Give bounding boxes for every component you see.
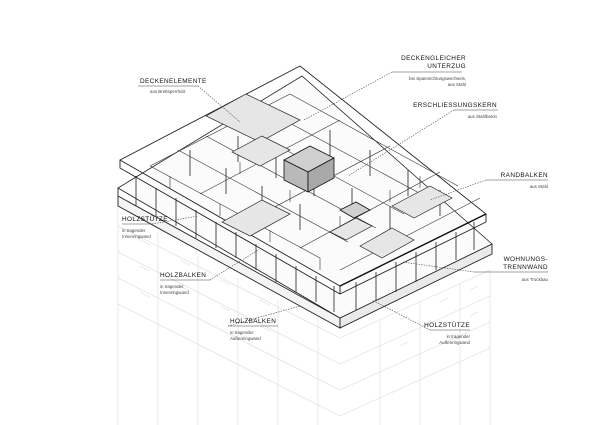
label-holzstuetze-aussen: HOLZSTÜTZE (424, 322, 470, 329)
leader-rules (122, 71, 548, 331)
label-holzbalken-innen-sub2: Innenringwand (160, 290, 189, 295)
label-erschliessungskern: ERSCHLIESSUNGSKERN (413, 102, 497, 109)
label-holzstuetze-aussen-sub1: in tragender (446, 334, 470, 339)
label-unterzug-line2: UNTERZUG (427, 63, 466, 70)
label-holzstuetze-innen-sub1: in tragender (122, 228, 146, 233)
lower-floors (117, 200, 491, 425)
label-wohnungstrennwand-line1: WOHNUNGS- (503, 256, 548, 263)
label-deckenelemente: DECKENELEMENTE (140, 78, 207, 85)
leader-lines (151, 71, 487, 331)
label-unterzug-sub1: bei Spannrichtungswechsels, (409, 76, 466, 81)
edge-beam (339, 213, 487, 287)
label-holzbalken-aussen-sub1: in tragender (230, 330, 254, 335)
label-holzstuetze-innen-sub2: Innenringwand (122, 234, 151, 239)
label-holzbalken-innen-sub1: in tragender (160, 284, 184, 289)
label-randbalken: RANDBALKEN (500, 172, 548, 179)
label-holzbalken-innen: HOLZBALKEN (160, 272, 207, 279)
label-holzbalken-aussen: HOLZBALKEN (230, 318, 277, 325)
label-erschliessungskern-sub: aus Stahlbeton (467, 114, 497, 119)
label-unterzug-sub2: aus Stahl (447, 82, 466, 87)
label-unterzug-line1: DECKENGLEICHER (401, 55, 466, 62)
clt-deck-elements (205, 93, 453, 259)
label-wohnungstrennwand-sub: aus Trockbau (521, 277, 548, 282)
label-wohnungstrennwand-line2: TRENNWAND (503, 264, 548, 271)
label-deckenelemente-sub: aus Brettsperrholz (150, 89, 186, 94)
label-holzstuetze-aussen-sub2: Außenringwand (439, 340, 470, 345)
label-holzstuetze-innen: HOLZSTÜTZE (122, 216, 168, 223)
label-holzbalken-aussen-sub2: Außenringwand (230, 336, 261, 341)
circulation-core (283, 145, 371, 219)
label-randbalken-sub: aus Stahl (529, 184, 548, 189)
